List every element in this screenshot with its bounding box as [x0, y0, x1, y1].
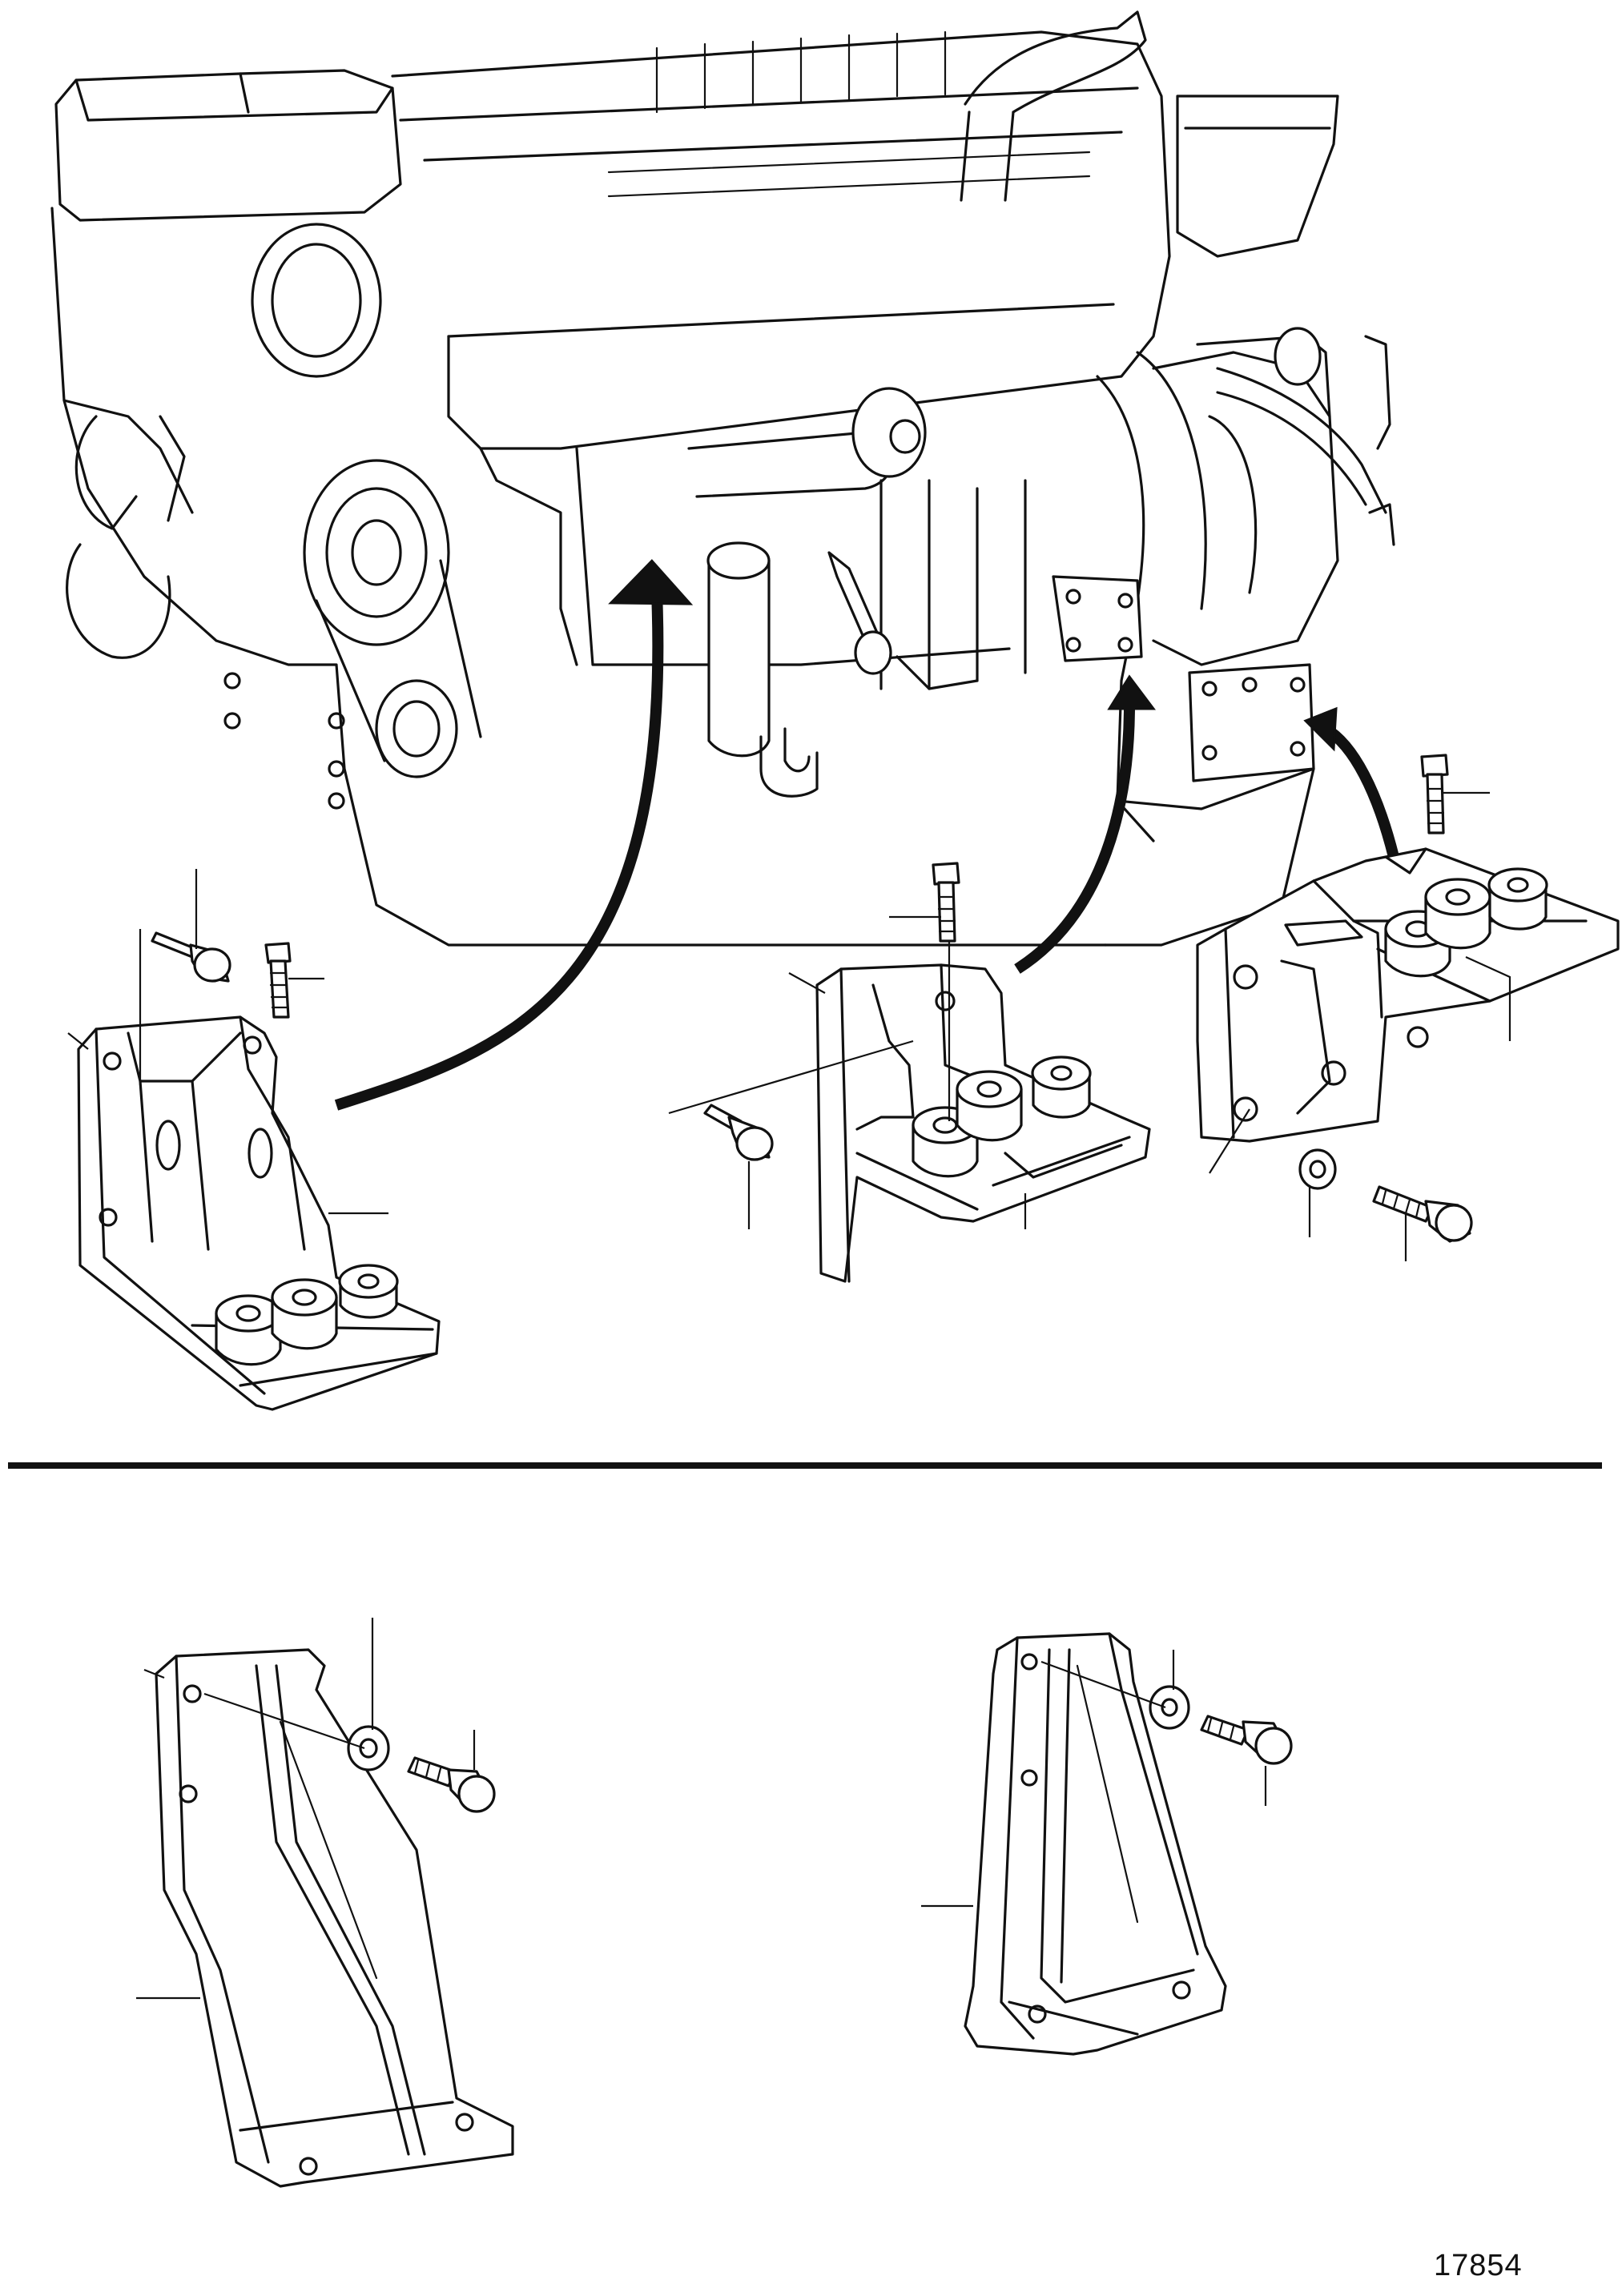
front-left-mounts — [215, 1264, 399, 1366]
assembly-arrows — [334, 559, 1399, 1111]
rear-right-mounts — [1384, 867, 1548, 978]
front-left-bolt-horizontal — [151, 931, 231, 983]
rear-center-mounts — [912, 1056, 1092, 1178]
front-left-bolt-vertical — [264, 942, 292, 1019]
rear-right-washer-bolt — [1298, 1148, 1473, 1243]
alt-bracket-left — [136, 1618, 514, 2188]
rear-center-bolt-vertical — [932, 862, 960, 943]
alt-bracket-right — [921, 1632, 1293, 2056]
rear-center-bracket — [668, 862, 1151, 1283]
front-left-bracket — [67, 869, 441, 1411]
rear-center-bolt-horizontal — [703, 1104, 774, 1161]
engine-illustration — [50, 10, 1395, 947]
figure-number: 17854 — [1434, 2249, 1523, 2282]
rear-right-bolt-vertical — [1420, 754, 1449, 834]
rear-right-bracket — [1196, 754, 1620, 1261]
